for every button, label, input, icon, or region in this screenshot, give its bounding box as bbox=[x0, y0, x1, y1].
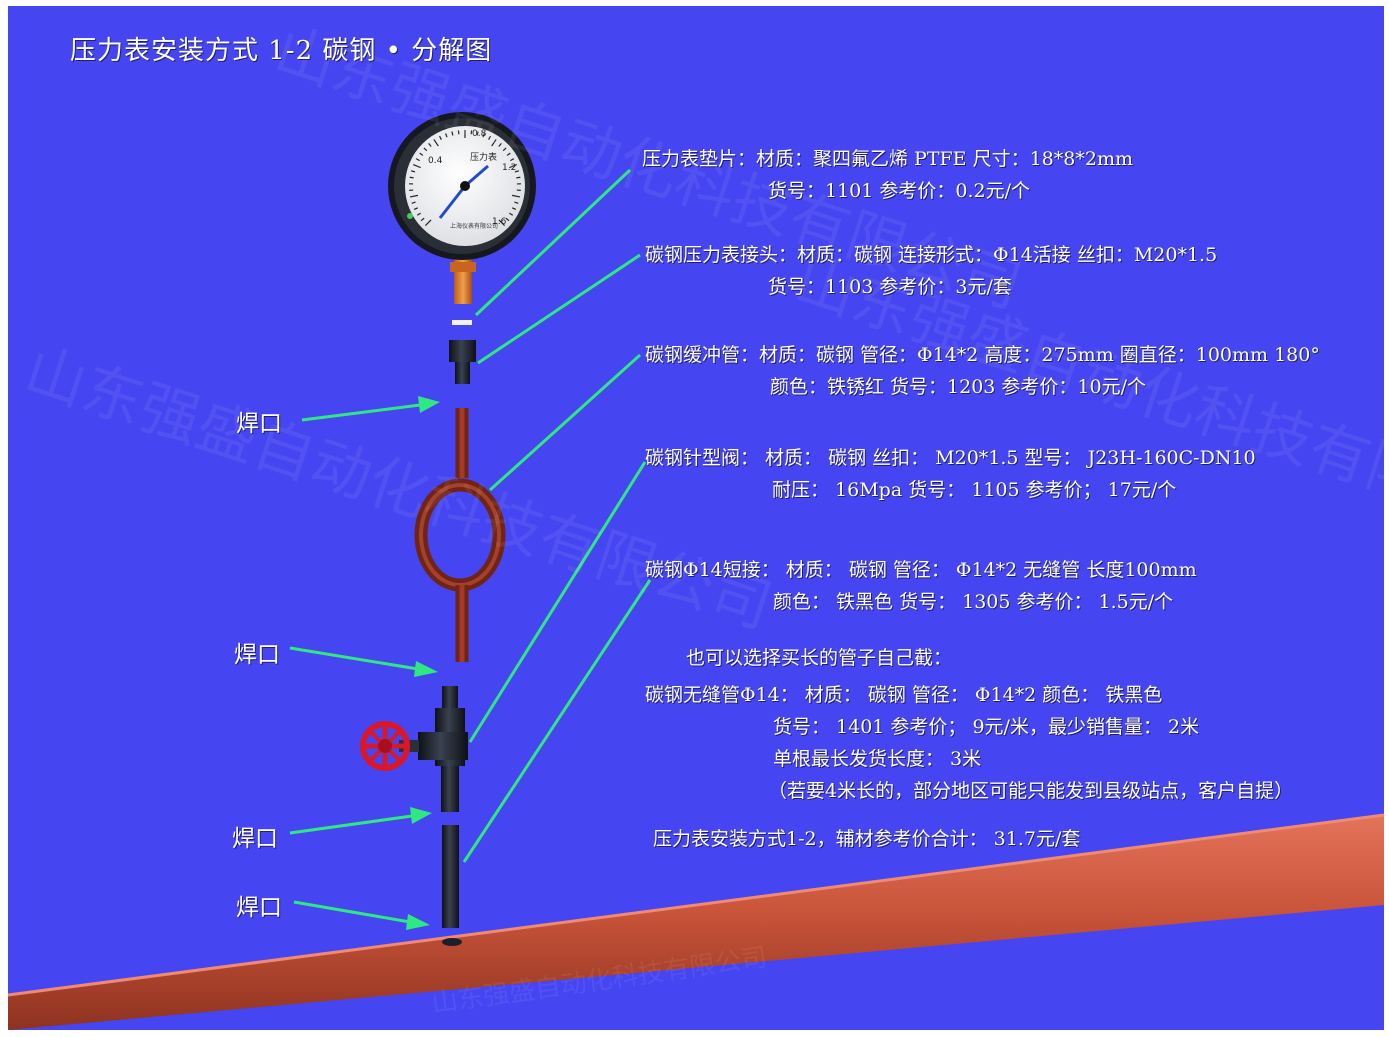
gauge-tick-mark bbox=[428, 143, 432, 147]
gauge-tick-mark bbox=[409, 194, 419, 198]
gauge-tick-mark bbox=[413, 164, 421, 169]
gauge-tick-mark bbox=[451, 131, 454, 136]
weld-label: 焊口 bbox=[236, 411, 282, 437]
gauge-tick-1.2: 1.2 bbox=[502, 163, 516, 173]
gauge-tick-mark bbox=[511, 194, 521, 198]
gauge-tick-0.8: 0.8 bbox=[472, 129, 487, 139]
weld-label: 焊口 bbox=[232, 826, 278, 852]
gauge-tick-mark bbox=[505, 217, 510, 222]
buffer-tube-spec-line2: 颜色：铁锈红 货号：1203 参考价：10元/个 bbox=[770, 376, 1147, 398]
gauge-tick-mark bbox=[410, 170, 416, 173]
gauge-tick-mark bbox=[498, 143, 502, 147]
gauge-tick-mark bbox=[509, 164, 517, 169]
seamless-pipe-spec-line2: 货号： 1401 参考价； 9元/米，最少销售量： 2米 bbox=[773, 716, 1200, 738]
gauge-tick-mark bbox=[445, 133, 448, 138]
buffer-tube-spec-line1: 碳钢缓冲管：材质：碳钢 管径：Φ14*2 高度：275mm 圈直径：100mm … bbox=[645, 344, 1320, 366]
weld-arrows bbox=[289, 396, 440, 930]
page-title: 压力表安装方式 1-2 碳钢 • 分解图 bbox=[70, 36, 493, 66]
weld-label: 焊口 bbox=[236, 895, 282, 921]
connector-spec-line1: 碳钢压力表接头：材质：碳钢 连接形式：Φ14活接 丝扣：M20*1.5 bbox=[645, 244, 1218, 266]
gauge-tick-mark bbox=[415, 158, 420, 162]
gauge-maker: 上海仪表有限公司 bbox=[450, 222, 498, 230]
gauge-tick-mark bbox=[409, 176, 414, 179]
gasket-spec-line1: 压力表垫片：材质：聚四氟乙烯 PTFE 尺寸：18*8*2mm bbox=[642, 148, 1133, 170]
gauge-tick-1.6: 1.6 bbox=[492, 217, 507, 227]
alternative-note: 也可以选择买长的管子自己截： bbox=[686, 647, 953, 669]
gauge-connector bbox=[449, 340, 476, 384]
gauge-tick-mark bbox=[413, 207, 419, 210]
gauge-tick-mark bbox=[433, 139, 439, 147]
gauge-tick-mark bbox=[411, 201, 416, 204]
gauge-tick-mark bbox=[498, 219, 506, 227]
gauge-tick-mark bbox=[514, 201, 519, 204]
gauge-tick-mark bbox=[511, 207, 517, 210]
pressure-gauge: 压力表 0.8 0.4 1.2 1.6 上海仪表有限公司 bbox=[388, 112, 536, 304]
gauge-tick-mark bbox=[510, 158, 515, 162]
needle-valve bbox=[360, 686, 468, 812]
gauge-tick-mark bbox=[506, 152, 511, 156]
valve-handwheel bbox=[360, 721, 410, 771]
valve-spec-line1: 碳钢针型阀： 材质： 碳钢 丝扣： M20*1.5 型号： J23H-160C-… bbox=[645, 447, 1256, 469]
gauge-tick-mark bbox=[509, 212, 514, 216]
gauge-tick-mark bbox=[491, 139, 497, 147]
gauge-tick-mark bbox=[514, 170, 520, 173]
ptfe-gasket bbox=[452, 320, 472, 325]
gauge-tick-mark bbox=[419, 152, 424, 156]
gasket-spec-line2: 货号：1101 参考价：0.2元/个 bbox=[768, 180, 1031, 202]
leader-lines bbox=[462, 168, 652, 863]
gauge-tick-mark bbox=[420, 217, 425, 222]
valve-spec-line2: 耐压： 16Mpa 货号： 1105 参考价； 17元/个 bbox=[772, 479, 1177, 501]
gauge-face-label: 压力表 bbox=[470, 151, 497, 163]
nipple-spec-line1: 碳钢Φ14短接： 材质： 碳钢 管径： Φ14*2 无缝管 长度100mm bbox=[645, 559, 1197, 581]
gauge-tick-mark bbox=[488, 135, 491, 140]
weld-label: 焊口 bbox=[234, 642, 280, 668]
gauge-tick-mark bbox=[424, 219, 432, 227]
total-price: 压力表安装方式1-2，辅材参考价合计： 31.7元/套 bbox=[653, 828, 1081, 850]
gauge-tick-mark bbox=[516, 176, 521, 179]
gauge-tick-mark bbox=[416, 212, 421, 216]
gauge-tick-mark bbox=[482, 133, 485, 138]
gauge-tick-mark bbox=[502, 147, 507, 152]
seamless-pipe-spec-line1: 碳钢无缝管Φ14： 材质： 碳钢 管径： Φ14*2 颜色： 铁黑色 bbox=[645, 684, 1163, 706]
connector-spec-line2: 货号：1103 参考价：3元/套 bbox=[768, 276, 1012, 298]
gauge-tick-mark bbox=[476, 131, 479, 136]
buffer-tube bbox=[414, 408, 506, 662]
nipple-spec-line2: 颜色： 铁黑色 货号： 1305 参考价： 1.5元/个 bbox=[773, 591, 1174, 613]
gauge-tick-mark bbox=[423, 147, 428, 152]
gauge-tick-0.4: 0.4 bbox=[428, 156, 443, 166]
short-nipple bbox=[442, 825, 459, 928]
seamless-pipe-spec-line3: 单根最长发货长度： 3米 bbox=[773, 748, 982, 770]
seamless-pipe-spec-line4: （若要4米长的，部分地区可能只能发到县级站点，客户自提） bbox=[768, 780, 1294, 802]
gauge-tick-mark bbox=[439, 135, 442, 140]
main-pipe bbox=[8, 815, 1384, 1030]
